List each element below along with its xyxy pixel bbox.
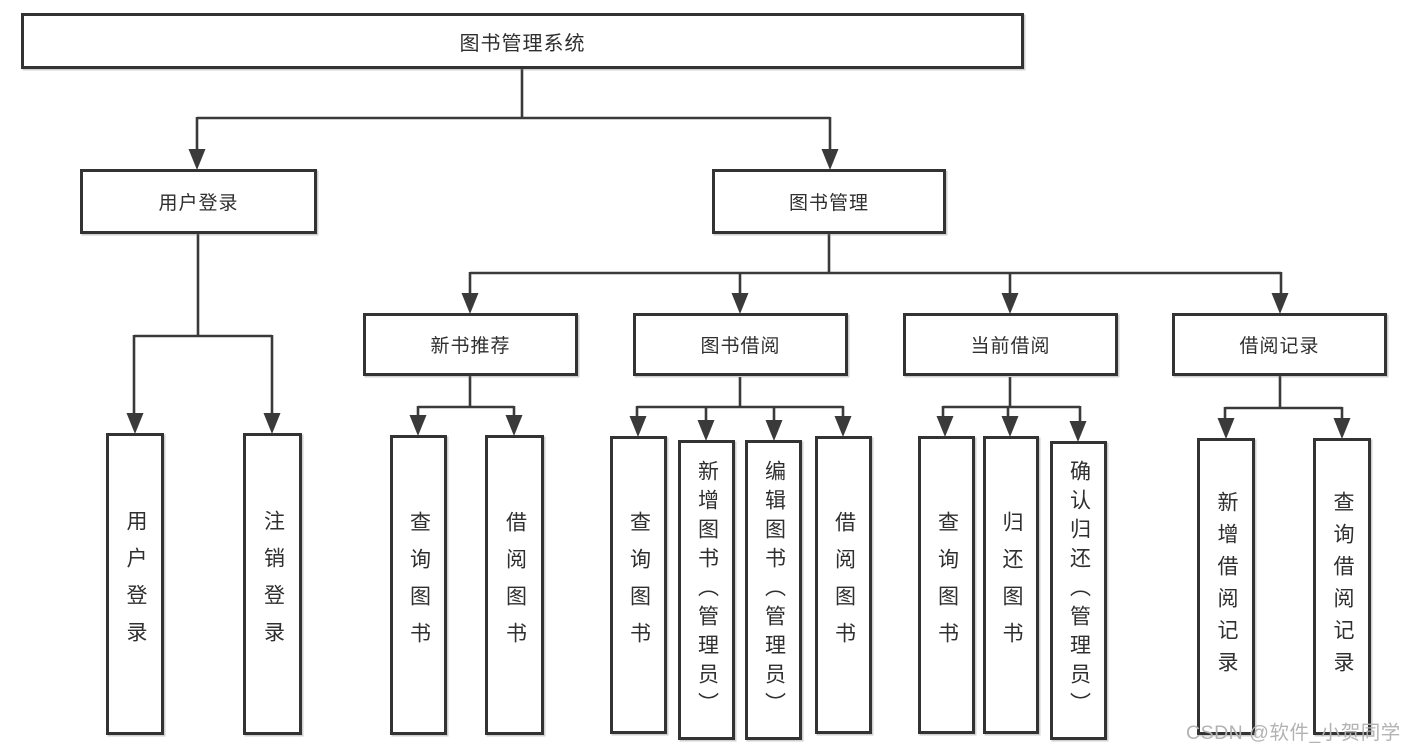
leaf-return-books: 归还图书: [983, 436, 1039, 734]
node-label: 新增图书（管理员）: [695, 459, 719, 721]
leaf-borrow-books-borrow: 借阅图书: [815, 436, 872, 734]
node-label: 查询图书: [627, 511, 651, 659]
leaf-add-borrow-record: 新增借阅记录: [1197, 438, 1255, 735]
leaf-confirm-return-admin: 确认归还（管理员）: [1050, 441, 1107, 740]
node-label: 图书管理系统: [459, 32, 586, 55]
leaf-query-borrow-record: 查询借阅记录: [1313, 438, 1371, 735]
node-borrowing-records: 借阅记录: [1172, 313, 1387, 376]
node-new-book-recommendation: 新书推荐: [363, 313, 578, 376]
leaf-edit-books-admin: 编辑图书（管理员）: [745, 440, 802, 740]
node-label: 确认归还（管理员）: [1067, 460, 1091, 721]
node-label: 图书管理: [788, 193, 869, 214]
node-label: 图书借阅: [700, 336, 781, 357]
leaf-query-books-current: 查询图书: [918, 436, 975, 734]
leaf-query-books-borrow: 查询图书: [610, 436, 667, 734]
leaf-borrow-books-newrec: 借阅图书: [485, 435, 544, 735]
leaf-user-login: 用户登录: [106, 433, 164, 735]
leaf-query-books-newrec: 查询图书: [390, 435, 447, 735]
node-label: 借阅图书: [832, 511, 856, 659]
node-label: 用户登录: [124, 510, 147, 658]
node-label: 新书推荐: [430, 336, 511, 357]
leaf-add-books-admin: 新增图书（管理员）: [678, 440, 735, 740]
node-current-borrowing: 当前借阅: [903, 313, 1118, 376]
node-label: 借阅图书: [503, 511, 527, 659]
node-label: 新增借阅记录: [1215, 490, 1238, 683]
node-label: 查询借阅记录: [1331, 490, 1354, 683]
leaf-logout-login: 注销登录: [243, 433, 302, 735]
node-label: 查询图书: [935, 511, 959, 659]
node-label: 借阅记录: [1239, 336, 1320, 357]
node-label: 编辑图书（管理员）: [762, 459, 786, 721]
node-book-borrowing: 图书借阅: [633, 313, 848, 376]
node-label: 归还图书: [1000, 511, 1023, 659]
node-label: 用户登录: [158, 193, 239, 214]
node-user-login: 用户登录: [80, 169, 317, 234]
node-label: 注销登录: [261, 510, 285, 658]
node-library-management-system: 图书管理系统: [21, 13, 1024, 69]
node-label: 查询图书: [407, 511, 431, 659]
node-label: 当前借阅: [970, 336, 1051, 357]
watermark: CSDN @软件_小贺同学: [1186, 722, 1401, 744]
node-book-management: 图书管理: [712, 169, 946, 234]
